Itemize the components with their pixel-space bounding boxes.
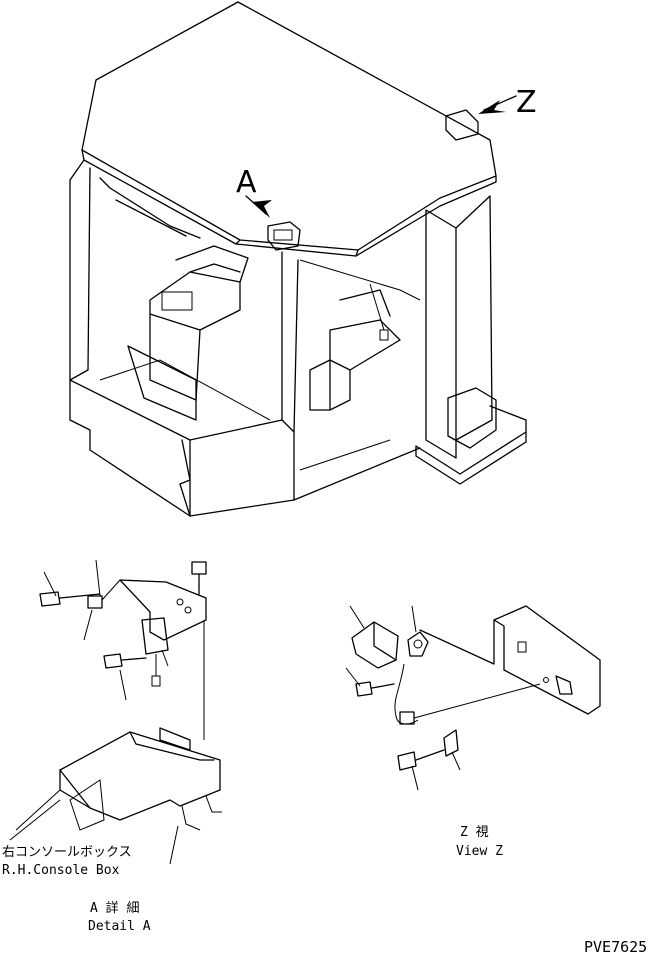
view-z-title-en: View Z [456, 844, 503, 859]
console-box-label-en: R.H.Console Box [2, 863, 120, 878]
view-a-marker: A [236, 165, 257, 200]
cab-assembly [69, 1, 527, 517]
drawing-number: PVE7625 [584, 938, 647, 956]
console-box-label-jp: 右コンソールボックス [2, 845, 132, 860]
view-z-title-jp: Z 視 [460, 825, 489, 840]
detail-a-title-jp: A 詳 細 [90, 900, 139, 916]
view-z-marker: Z [516, 85, 537, 120]
detail-a-assembly [9, 559, 222, 865]
detail-a-title-en: Detail A [88, 919, 151, 934]
view-z-assembly [345, 605, 601, 791]
